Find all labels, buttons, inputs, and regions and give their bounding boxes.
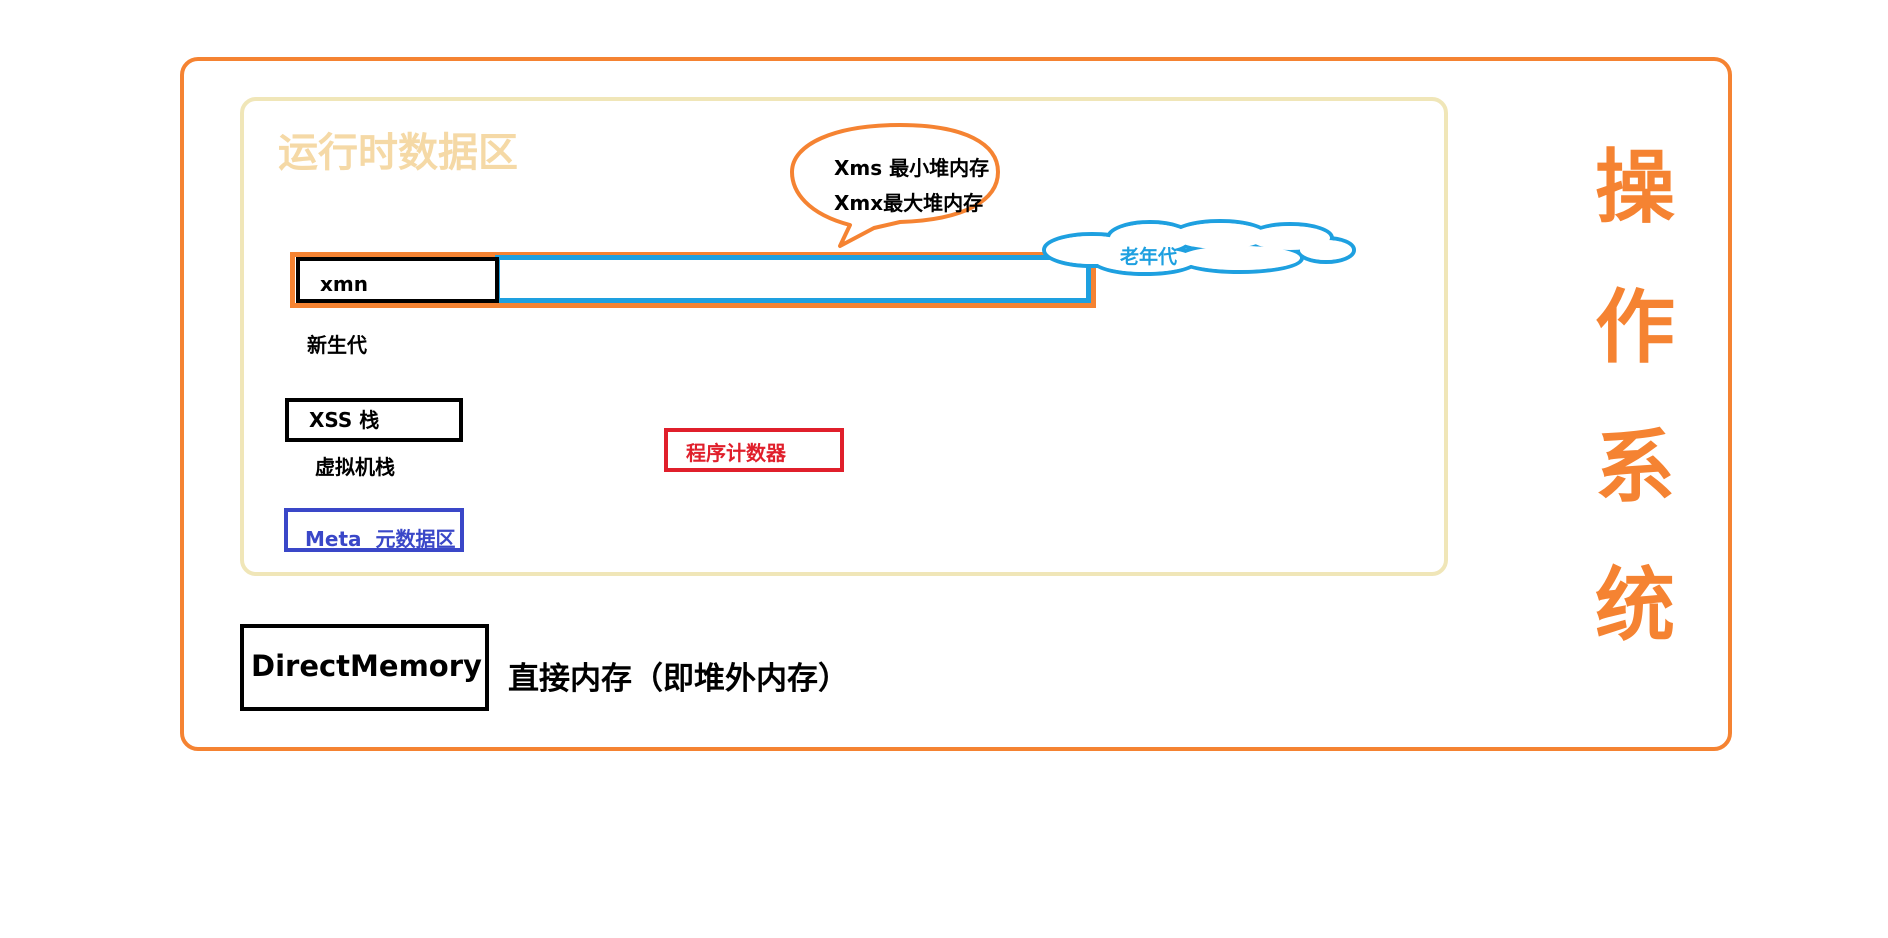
heap-size-speech-bubble: [790, 123, 1000, 248]
xmx-note: Xmx最大堆内存: [834, 191, 984, 215]
direct-memory-label: DirectMemory: [251, 649, 482, 683]
metaspace-label: Meta 元数据区: [305, 527, 456, 551]
program-counter-box: [664, 428, 844, 472]
old-generation-label: 老年代: [1120, 246, 1178, 268]
program-counter-label: 程序计数器: [686, 441, 786, 465]
heap-box: [290, 252, 1096, 308]
old-generation-cloud: [1042, 219, 1356, 276]
xss-stack-box: [285, 398, 463, 442]
os-label-char: 统: [1595, 559, 1675, 652]
xms-note: Xms 最小堆内存: [834, 156, 990, 180]
runtime-data-area-title: 运行时数据区: [278, 130, 518, 176]
os-box: [180, 57, 1732, 751]
young-generation-box: [296, 257, 499, 303]
old-generation-box: [495, 255, 1091, 303]
os-label-char: 系: [1595, 421, 1675, 514]
young-generation-label: 新生代: [307, 333, 367, 357]
direct-memory-box: [240, 624, 489, 711]
direct-memory-description: 直接内存（即堆外内存）: [508, 661, 849, 697]
xss-stack-label: XSS 栈: [309, 408, 380, 432]
runtime-data-area-box: [240, 97, 1448, 576]
os-label-char: 作: [1595, 281, 1675, 374]
xmn-label: xmn: [320, 272, 368, 296]
os-label-char: 操: [1595, 141, 1675, 234]
metaspace-box: [284, 508, 464, 552]
vm-stack-label: 虚拟机栈: [315, 455, 395, 479]
